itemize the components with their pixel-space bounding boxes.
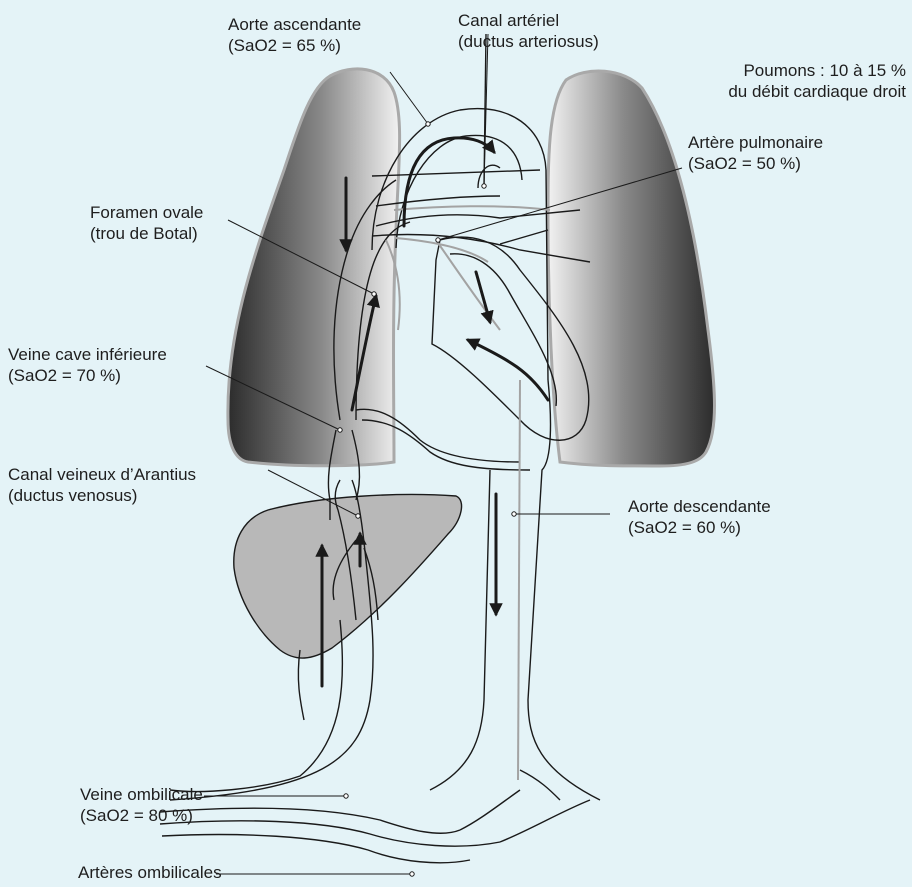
label-line: Foramen ovale [90, 202, 203, 223]
label-line: (ductus venosus) [8, 485, 196, 506]
label-line: Poumons : 10 à 15 % [728, 60, 906, 81]
label-veine-ombilicale: Veine ombilicale (SaO2 = 80 %) [80, 784, 203, 826]
label-artere-pulmonaire: Artère pulmonaire (SaO2 = 50 %) [688, 132, 823, 174]
arrow-heart-down [476, 272, 490, 322]
label-aorte-ascendante: Aorte ascendante (SaO2 = 65 %) [228, 14, 361, 56]
label-foramen-ovale: Foramen ovale (trou de Botal) [90, 202, 203, 244]
ductus-arteriosus [478, 165, 500, 188]
umbilical-arteries [160, 808, 460, 833]
label-line: (SaO2 = 65 %) [228, 35, 361, 56]
label-line: Canal veineux d’Arantius [8, 464, 196, 485]
label-poumons: Poumons : 10 à 15 % du débit cardiaque d… [728, 60, 906, 102]
label-line: Veine cave inférieure [8, 344, 167, 365]
label-line: (ductus arteriosus) [458, 31, 599, 52]
label-line: Aorte ascendante [228, 14, 361, 35]
label-line: (SaO2 = 60 %) [628, 517, 771, 538]
label-line: du débit cardiaque droit [728, 81, 906, 102]
arrow-aortic-flow [404, 138, 494, 226]
label-line: Aorte descendante [628, 496, 771, 517]
label-line: Veine ombilicale [80, 784, 203, 805]
label-canal-arteriel: Canal artériel (ductus arteriosus) [458, 10, 599, 52]
label-line: Artère pulmonaire [688, 132, 823, 153]
liver [234, 495, 462, 659]
label-arteres-ombilicales: Artères ombilicales [78, 862, 222, 883]
left-lung [228, 69, 400, 466]
label-line: (SaO2 = 70 %) [8, 365, 167, 386]
label-line: Canal artériel [458, 10, 599, 31]
label-line: Artères ombilicales [78, 862, 222, 883]
label-line: (SaO2 = 50 %) [688, 153, 823, 174]
label-line: (SaO2 = 80 %) [80, 805, 203, 826]
right-lung [548, 71, 715, 466]
pulmonary-veins [386, 206, 550, 780]
arrow-ventricle-up [468, 340, 548, 400]
label-veine-cave-inferieure: Veine cave inférieure (SaO2 = 70 %) [8, 344, 167, 386]
label-canal-veineux: Canal veineux d’Arantius (ductus venosus… [8, 464, 196, 506]
label-line: (trou de Botal) [90, 223, 203, 244]
label-aorte-descendante: Aorte descendante (SaO2 = 60 %) [628, 496, 771, 538]
